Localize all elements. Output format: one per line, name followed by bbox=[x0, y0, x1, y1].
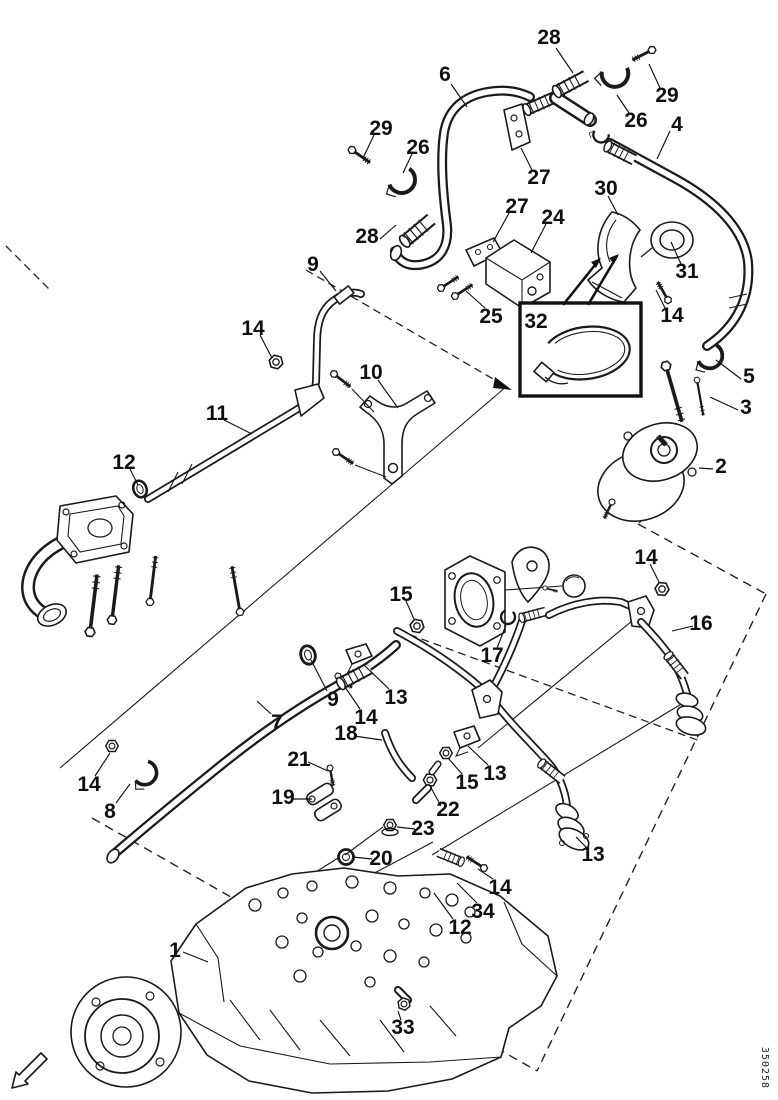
pipe-end-clamps-13-center bbox=[555, 802, 590, 851]
upper-hose-assembly bbox=[345, 43, 748, 522]
callout-leaders bbox=[94, 47, 742, 1021]
callout-22: 22 bbox=[436, 798, 459, 821]
ring-17 bbox=[499, 608, 517, 626]
callout-18: 18 bbox=[334, 722, 358, 745]
front-direction-arrow bbox=[11, 1052, 48, 1089]
callout-19: 19 bbox=[271, 786, 294, 809]
callout-13-c: 13 bbox=[581, 843, 604, 866]
housing-frame bbox=[444, 555, 506, 647]
callout-34: 34 bbox=[471, 900, 495, 923]
callout-14-c: 14 bbox=[634, 546, 658, 569]
callout-13-a: 13 bbox=[384, 686, 407, 709]
ring-31 bbox=[640, 221, 694, 259]
bracket-10 bbox=[359, 390, 436, 485]
bracket-13-lower bbox=[453, 725, 481, 757]
callout-29-right: 29 bbox=[655, 84, 678, 107]
clamp-screw bbox=[533, 361, 555, 383]
callout-29-left: 29 bbox=[369, 117, 392, 140]
callout-26-left: 26 bbox=[406, 136, 429, 159]
inset-box-32 bbox=[518, 254, 643, 398]
callout-9-upper: 9 bbox=[307, 253, 319, 276]
callout-9-lower: 9 bbox=[327, 688, 339, 711]
nut-15-lower bbox=[438, 746, 454, 760]
callout-25: 25 bbox=[479, 305, 503, 328]
bracket-24 bbox=[485, 239, 551, 309]
callout-4: 4 bbox=[671, 113, 683, 136]
figure-number: 350258 bbox=[759, 1047, 770, 1089]
callout-2: 2 bbox=[715, 455, 727, 478]
callout-17: 17 bbox=[480, 644, 503, 667]
block-ribs bbox=[229, 999, 457, 1057]
clamp-13-small bbox=[345, 643, 373, 673]
pipe-boss bbox=[471, 679, 503, 719]
callout-14-a: 14 bbox=[660, 304, 684, 327]
callout-24: 24 bbox=[541, 206, 565, 229]
callout-20: 20 bbox=[369, 847, 392, 870]
callout-12-a: 12 bbox=[112, 451, 135, 474]
callout-labels: 28 6 29 26 4 29 26 27 30 27 24 28 9 31 2… bbox=[77, 26, 755, 1039]
callout-15-b: 15 bbox=[455, 771, 479, 794]
callout-14-d: 14 bbox=[354, 706, 378, 729]
water-outlet-elbow bbox=[28, 495, 134, 627]
callout-16: 16 bbox=[689, 612, 712, 635]
head-detail-ports bbox=[248, 875, 476, 988]
callout-10: 10 bbox=[359, 361, 382, 384]
callout-8: 8 bbox=[104, 800, 116, 823]
callout-28-top: 28 bbox=[537, 26, 561, 49]
callout-21: 21 bbox=[287, 748, 311, 771]
sensor-33 bbox=[394, 986, 413, 1013]
engine-block bbox=[70, 867, 558, 1094]
callout-28-left: 28 bbox=[355, 225, 379, 248]
hose-clip-9-upper bbox=[333, 285, 355, 305]
callout-11: 11 bbox=[206, 402, 229, 425]
callout-13-b: 13 bbox=[483, 762, 506, 785]
center-pipe-assembly bbox=[297, 581, 707, 851]
plug bbox=[562, 574, 586, 598]
thermostat-housing-assembly bbox=[444, 546, 586, 647]
pipe-end-clamps-13-right bbox=[675, 692, 707, 736]
callout-14-e: 14 bbox=[77, 773, 101, 796]
callout-33: 33 bbox=[391, 1016, 414, 1039]
callout-31: 31 bbox=[675, 260, 699, 283]
elbow-fitting-22 bbox=[412, 760, 442, 804]
bracket-27-upper bbox=[503, 103, 531, 151]
callout-7: 7 bbox=[271, 711, 283, 734]
bracket-pipe16 bbox=[627, 595, 655, 629]
hose-7-assembly bbox=[104, 645, 396, 864]
callout-23: 23 bbox=[411, 817, 434, 840]
callout-5: 5 bbox=[743, 365, 755, 388]
callout-26-right: 26 bbox=[624, 109, 647, 132]
pipe-11-assembly bbox=[28, 285, 436, 639]
pipe-11-bracket-tab bbox=[294, 383, 325, 417]
callout-27-mid: 27 bbox=[505, 195, 528, 218]
callout-12-b: 12 bbox=[448, 916, 471, 939]
callout-14-f: 14 bbox=[488, 876, 512, 899]
callout-3: 3 bbox=[740, 396, 752, 419]
callout-27-upper: 27 bbox=[527, 166, 550, 189]
callout-30: 30 bbox=[594, 177, 617, 200]
water-pump-2 bbox=[597, 422, 698, 522]
callout-32: 32 bbox=[524, 310, 547, 333]
nut-14-far-left bbox=[104, 739, 120, 753]
flanged-nut-23 bbox=[381, 818, 399, 837]
flywheel-housing bbox=[70, 976, 182, 1088]
callout-15-a: 15 bbox=[389, 583, 413, 606]
callout-1: 1 bbox=[169, 939, 181, 962]
callout-14-b: 14 bbox=[241, 317, 265, 340]
callout-6: 6 bbox=[439, 63, 451, 86]
